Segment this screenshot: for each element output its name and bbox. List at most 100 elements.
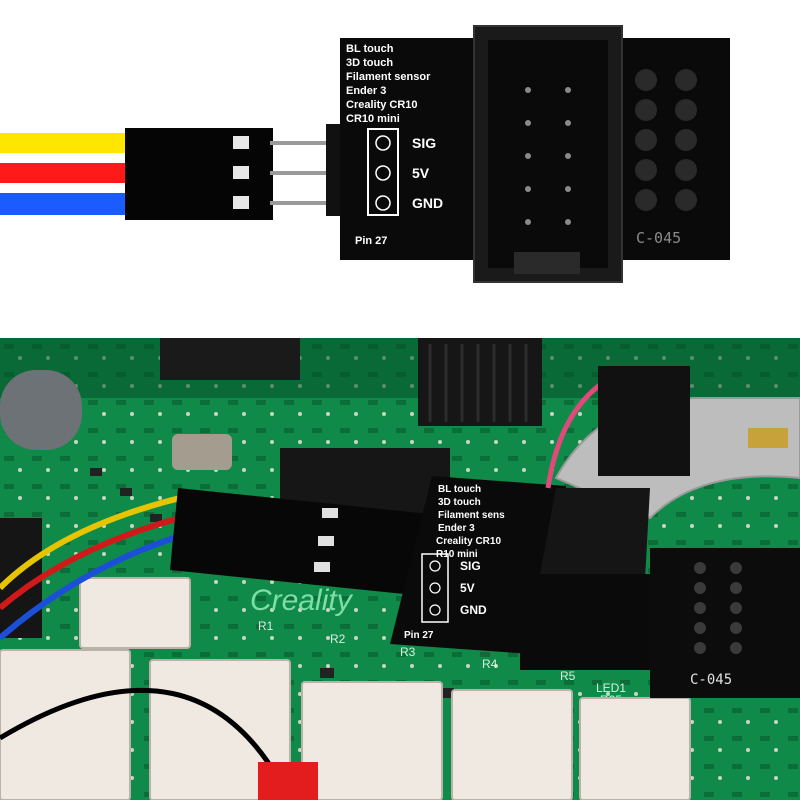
tht-pad — [694, 642, 706, 654]
compat-line: 3D touch — [346, 57, 393, 69]
crystal — [172, 434, 232, 470]
pin-pad — [429, 560, 441, 572]
idc-pin — [525, 153, 531, 159]
compat-line: BL touch — [346, 43, 394, 55]
blue-wire — [0, 533, 181, 641]
pin-label-sig: SIG — [460, 559, 481, 573]
pin-label-gnd: GND — [412, 195, 443, 211]
wire-gap — [0, 183, 135, 193]
idc-pin — [565, 219, 571, 225]
tht-pad — [730, 642, 742, 654]
tht-pad — [694, 562, 706, 574]
tht-pad — [635, 69, 657, 91]
board-brand-label: Creality — [250, 584, 354, 617]
pin-pad — [375, 195, 391, 211]
tht-pad — [675, 129, 697, 151]
tht-pad — [675, 69, 697, 91]
pin-number-label: Pin 27 — [355, 235, 387, 247]
blue-wire — [0, 193, 135, 215]
capacitor — [0, 370, 82, 450]
idc-plug — [598, 366, 690, 476]
pin-pad — [375, 165, 391, 181]
tht-pad — [635, 189, 657, 211]
board-illustration: Creality R1 R2 R3 R4 R5 LED1 R25 — [0, 338, 800, 800]
pin-pad — [429, 604, 441, 616]
pin-pad — [429, 582, 441, 594]
tht-pad — [635, 129, 657, 151]
pin-outline — [367, 128, 399, 216]
pin-label-sig: SIG — [412, 135, 436, 151]
connector-window — [318, 536, 334, 546]
jst-connectors — [0, 577, 691, 800]
header-pin — [270, 201, 332, 205]
connector-window — [233, 136, 249, 149]
red-wire — [0, 163, 135, 183]
connector-window — [322, 508, 338, 518]
adapter-product-view: BL touch 3D touch Filament sensor Ender … — [0, 0, 800, 330]
tht-pad — [694, 622, 706, 634]
pin-label-5v: 5V — [412, 165, 430, 181]
part-code-label: C-045 — [636, 229, 681, 247]
pin-label-gnd: GND — [460, 603, 487, 617]
tht-pad — [694, 602, 706, 614]
tht-pad — [730, 582, 742, 594]
compat-line: Ender 3 — [346, 85, 386, 97]
idc-pin — [565, 153, 571, 159]
pin-pad — [375, 135, 391, 151]
silkscreen-label: LED1 — [596, 681, 626, 695]
yellow-wire — [0, 133, 135, 153]
idc-pin — [525, 186, 531, 192]
connector-window — [233, 166, 249, 179]
tht-pad — [730, 622, 742, 634]
header-pin — [270, 171, 332, 175]
black-wire — [0, 687, 293, 800]
silkscreen-label: R1 — [258, 619, 274, 633]
tht-pad — [635, 159, 657, 181]
compat-line: CR10 mini — [346, 113, 400, 125]
dupont-connector — [170, 488, 430, 596]
compat-line: R10 mini — [436, 549, 478, 560]
idc-pin — [525, 219, 531, 225]
red-wire — [0, 515, 181, 611]
pin-number-label: Pin 27 — [404, 630, 434, 641]
silkscreen-label: R4 — [482, 657, 498, 671]
tht-pad — [675, 159, 697, 181]
compat-line: Filament sens — [438, 510, 505, 521]
heatsink — [160, 338, 300, 380]
heatsink — [418, 338, 542, 426]
compat-line: Ender 3 — [438, 523, 475, 534]
tht-pad-grid — [694, 562, 742, 654]
pin-outline — [421, 553, 449, 623]
yellow-wire — [0, 495, 181, 591]
idc-pin — [565, 87, 571, 93]
red-wire-clip — [258, 762, 318, 800]
silkscreen-label: R5 — [560, 669, 576, 683]
usb-port — [748, 428, 788, 448]
silkscreen-label: R2 — [330, 632, 346, 646]
idc-key-slot — [514, 252, 580, 274]
wire-gap — [0, 153, 135, 163]
tht-pad — [675, 189, 697, 211]
compat-line: Creality CR10 — [436, 536, 501, 547]
installed-board-view: Creality R1 R2 R3 R4 R5 LED1 R25 — [0, 338, 800, 800]
compat-line: BL touch — [438, 484, 481, 495]
tht-pad — [730, 602, 742, 614]
idc-socket — [520, 574, 652, 670]
idc-pin — [525, 120, 531, 126]
adapter-pad-section — [650, 548, 800, 698]
tht-pad — [694, 582, 706, 594]
dupont-connector — [125, 128, 273, 220]
pin-label-5v: 5V — [460, 581, 475, 595]
tht-pad — [635, 99, 657, 121]
compat-line: Filament sensor — [346, 71, 431, 83]
header-pin — [270, 141, 332, 145]
compat-line: 3D touch — [438, 497, 481, 508]
adapter-illustration: BL touch 3D touch Filament sensor Ender … — [0, 25, 730, 283]
idc-pin — [525, 87, 531, 93]
connector-window — [233, 196, 249, 209]
silkscreen-label: R3 — [400, 645, 416, 659]
tht-pad-grid — [635, 69, 697, 211]
compat-line: Creality CR10 — [346, 99, 418, 111]
tht-pad — [675, 99, 697, 121]
